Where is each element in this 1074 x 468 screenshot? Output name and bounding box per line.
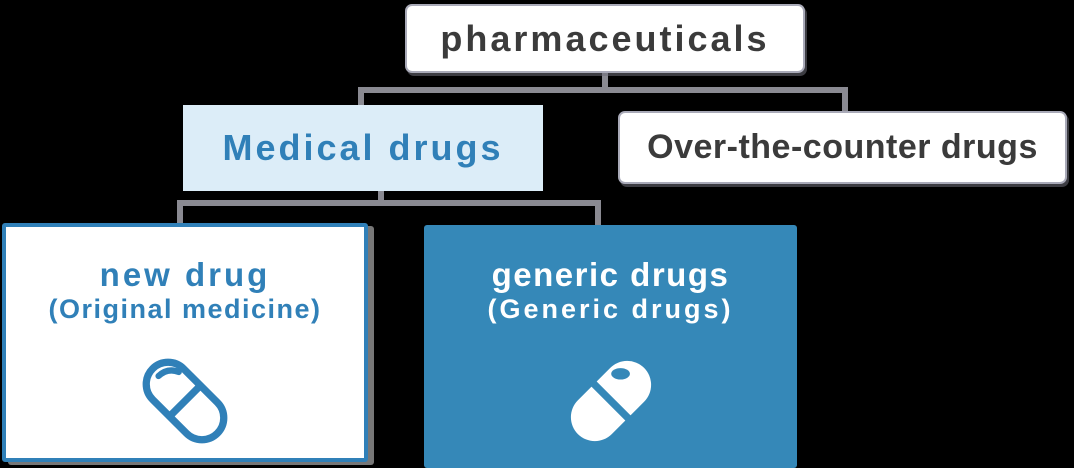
connector-drop-otc [842, 87, 848, 112]
node-medical-drugs: Medical drugs [183, 105, 543, 191]
connector-drop-newdrug [177, 200, 183, 224]
connector-medical-stub [378, 190, 384, 202]
connector-drop-medical [358, 87, 364, 106]
node-generic-drugs-subtitle: (Generic drugs) [487, 294, 734, 325]
connector-root-stub [602, 71, 608, 89]
node-new-drug-subtitle: (Original medicine) [48, 294, 322, 325]
node-new-drug-title: new drug [99, 256, 271, 293]
connector-level1-horizontal [358, 87, 848, 93]
node-generic-drugs-title: generic drugs [491, 256, 730, 293]
node-over-the-counter-drugs-label: Over-the-counter drugs [647, 128, 1038, 166]
connector-drop-generic [595, 200, 601, 226]
capsule-outline-icon [142, 358, 228, 444]
node-medical-drugs-label: Medical drugs [222, 127, 504, 168]
node-pharmaceuticals-label: pharmaceuticals [440, 17, 770, 59]
connector-level2-horizontal [177, 200, 601, 206]
capsule-filled-icon [570, 360, 651, 442]
node-new-drug: new drug (Original medicine) [2, 223, 368, 462]
node-pharmaceuticals: pharmaceuticals [405, 4, 805, 73]
node-over-the-counter-drugs: Over-the-counter drugs [618, 111, 1067, 184]
node-generic-drugs: generic drugs (Generic drugs) [424, 225, 797, 468]
